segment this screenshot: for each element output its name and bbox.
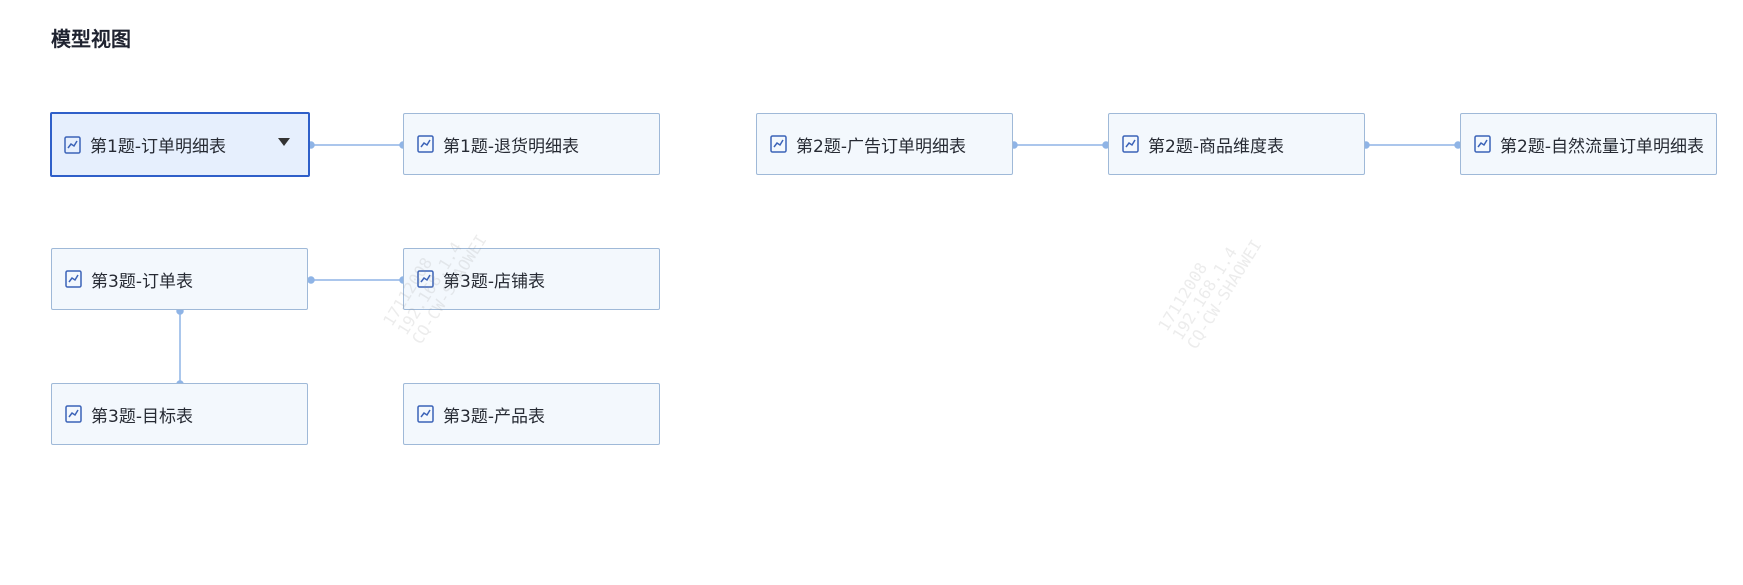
chart-line-icon	[65, 270, 82, 288]
chart-line-icon	[1122, 135, 1139, 153]
table-node-q2-ad-order-detail[interactable]: 第2题-广告订单明细表	[756, 113, 1013, 175]
relation-endpoint	[307, 276, 315, 284]
table-node-label: 第3题-店铺表	[443, 271, 545, 292]
table-node-label: 第1题-退货明细表	[443, 136, 579, 157]
chart-line-icon	[65, 405, 82, 423]
table-node-label: 第1题-订单明细表	[90, 137, 226, 157]
table-node-label: 第3题-产品表	[443, 406, 545, 427]
chart-line-icon	[64, 135, 81, 154]
page-title: 模型视图	[51, 27, 131, 51]
chart-line-icon	[770, 135, 787, 153]
table-node-label: 第3题-目标表	[91, 406, 193, 427]
table-node-q1-order-detail[interactable]: 第1题-订单明细表	[50, 112, 310, 177]
chart-line-icon	[417, 135, 434, 153]
table-node-label: 第2题-广告订单明细表	[796, 136, 966, 157]
table-node-label: 第3题-订单表	[91, 271, 193, 292]
table-node-q3-target[interactable]: 第3题-目标表	[51, 383, 308, 445]
table-node-q3-product[interactable]: 第3题-产品表	[403, 383, 660, 445]
table-node-label: 第2题-自然流量订单明细表	[1500, 136, 1704, 157]
chart-line-icon	[1474, 135, 1491, 153]
table-node-q3-store[interactable]: 第3题-店铺表	[403, 248, 660, 310]
table-node-q2-organic-order-detail[interactable]: 第2题-自然流量订单明细表	[1460, 113, 1717, 175]
table-node-label: 第2题-商品维度表	[1148, 136, 1284, 157]
chart-line-icon	[417, 270, 434, 288]
table-node-q1-return-detail[interactable]: 第1题-退货明细表	[403, 113, 660, 175]
chart-line-icon	[417, 405, 434, 423]
chevron-down-icon[interactable]	[278, 138, 290, 146]
table-node-q3-order[interactable]: 第3题-订单表	[51, 248, 308, 310]
table-node-q2-product-dim[interactable]: 第2题-商品维度表	[1108, 113, 1365, 175]
